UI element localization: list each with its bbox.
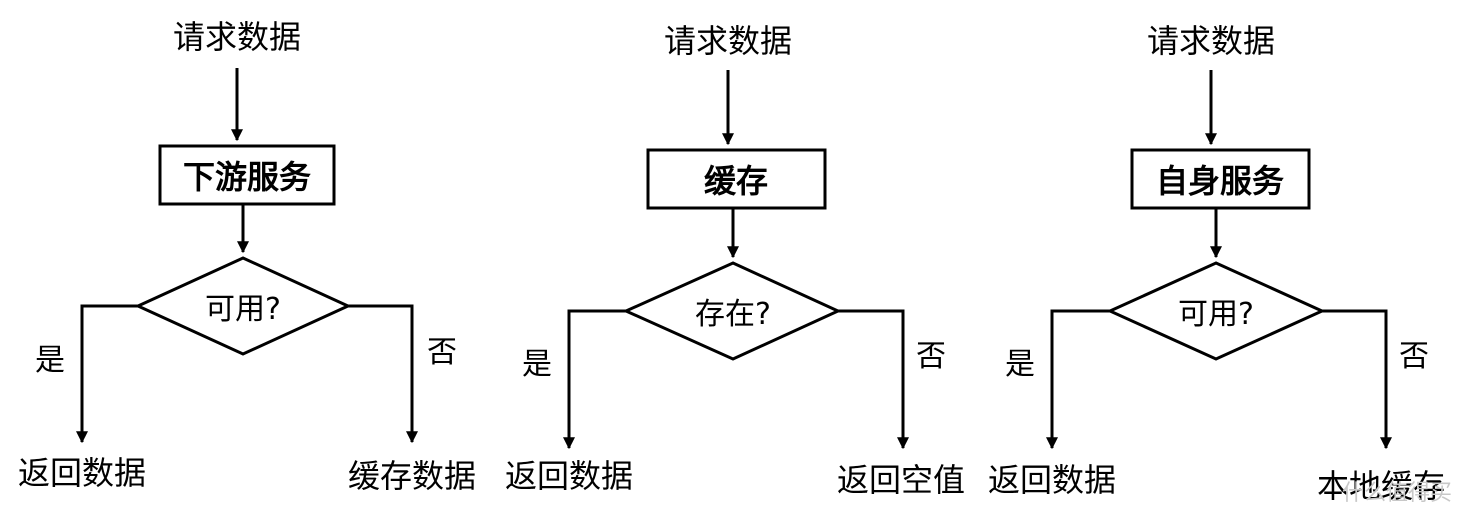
flow-3-process-box [1130, 148, 1311, 210]
flow-2-start-text: 请求数据 [664, 22, 792, 60]
flow-1-no-path [348, 304, 418, 444]
flow-3-yes-result: 返回数据 [988, 461, 1116, 499]
flow-1-yes-label: 是 [35, 343, 65, 378]
flow-1-process-box [158, 144, 336, 206]
flow-2-no-label: 否 [916, 339, 946, 374]
flow-2: 请求数据 缓存 存在? 是 否 返回数据 返回空值 [505, 22, 965, 499]
flow-3-start-text: 请求数据 [1147, 22, 1275, 60]
flow-3: 请求数据 自身服务 可用? 是 否 返回数据 本地缓存 [988, 22, 1445, 505]
flow-2-no-path [838, 309, 909, 450]
flow-2-decision-text: 存在? [695, 297, 771, 332]
flow-2-process-text: 缓存 [704, 162, 768, 200]
flow-3-decision-text: 可用? [1178, 297, 1254, 332]
flow-3-yes-label: 是 [1005, 347, 1035, 382]
flow-3-decision-diamond [1106, 261, 1326, 361]
flow-2-no-result: 返回空值 [837, 461, 965, 499]
flow-1-yes-result: 返回数据 [18, 454, 146, 492]
flow-2-process-box [646, 148, 827, 210]
flow-2-decision-diamond [622, 261, 842, 361]
flow-1-start-text: 请求数据 [173, 18, 301, 56]
flow-1-no-result: 缓存数据 [348, 457, 476, 495]
flow-1-decision-text: 可用? [205, 292, 281, 327]
watermark-text: 什么值得买 [1342, 481, 1452, 506]
flow-2-yes-label: 是 [522, 347, 552, 382]
flow-1-process-text: 下游服务 [183, 158, 311, 196]
flow-3-process-text: 自身服务 [1156, 162, 1284, 200]
flow-2-yes-path [563, 309, 626, 450]
flow-3-no-label: 否 [1399, 339, 1429, 374]
flow-2-yes-result: 返回数据 [505, 457, 633, 495]
flow-1-no-label: 否 [427, 335, 457, 370]
flow-3-no-path [1322, 309, 1392, 450]
flow-1-decision-diamond [134, 256, 352, 356]
flow-1: 请求数据 下游服务 可用? 是 否 返回数据 缓存数据 [18, 18, 476, 495]
flow-3-yes-path [1046, 309, 1110, 450]
flow-3-no-result: 本地缓存 [1317, 467, 1445, 505]
flow-1-yes-path [76, 304, 138, 444]
